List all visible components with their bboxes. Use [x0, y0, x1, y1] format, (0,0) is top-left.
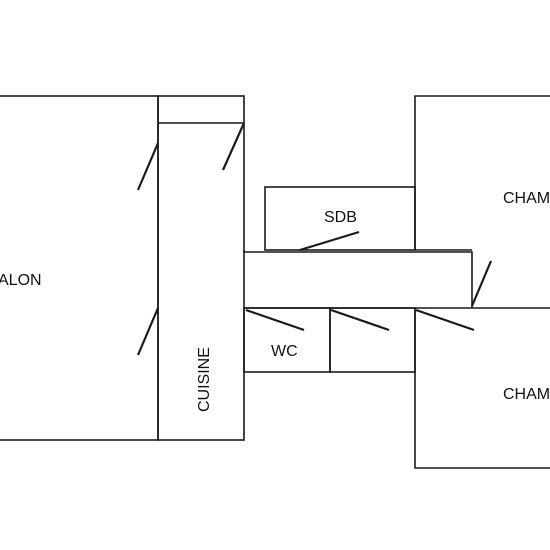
closet-door [330, 308, 390, 332]
salon-door-top [136, 142, 160, 191]
chambre-bottom-room [414, 308, 550, 469]
sdb-label: SDB [324, 209, 357, 226]
chambre-bottom-label: CHAM [503, 386, 550, 403]
salon-label: ALON [0, 272, 42, 289]
chambre-top-door [470, 260, 493, 307]
salon-room [0, 95, 159, 441]
chambre-top-label: CHAM [503, 190, 550, 207]
chambre-bottom-door [415, 308, 475, 332]
wc-room [243, 307, 331, 373]
closet-room [329, 307, 416, 373]
cuisine-label: CUISINE [196, 347, 213, 412]
cuisine-room [157, 95, 245, 441]
chambre-top-room [414, 95, 550, 250]
doors [136, 122, 493, 356]
sdb-door [299, 230, 360, 252]
corridor-top-wall [243, 250, 473, 308]
wc-door [245, 308, 305, 332]
room-labels: ALON CUISINE SDB WC CHAM CHAM [0, 190, 550, 412]
walls [0, 95, 550, 469]
salon-door-bottom [136, 307, 160, 356]
wc-label: WC [271, 343, 298, 360]
cuisine-door [221, 122, 246, 171]
